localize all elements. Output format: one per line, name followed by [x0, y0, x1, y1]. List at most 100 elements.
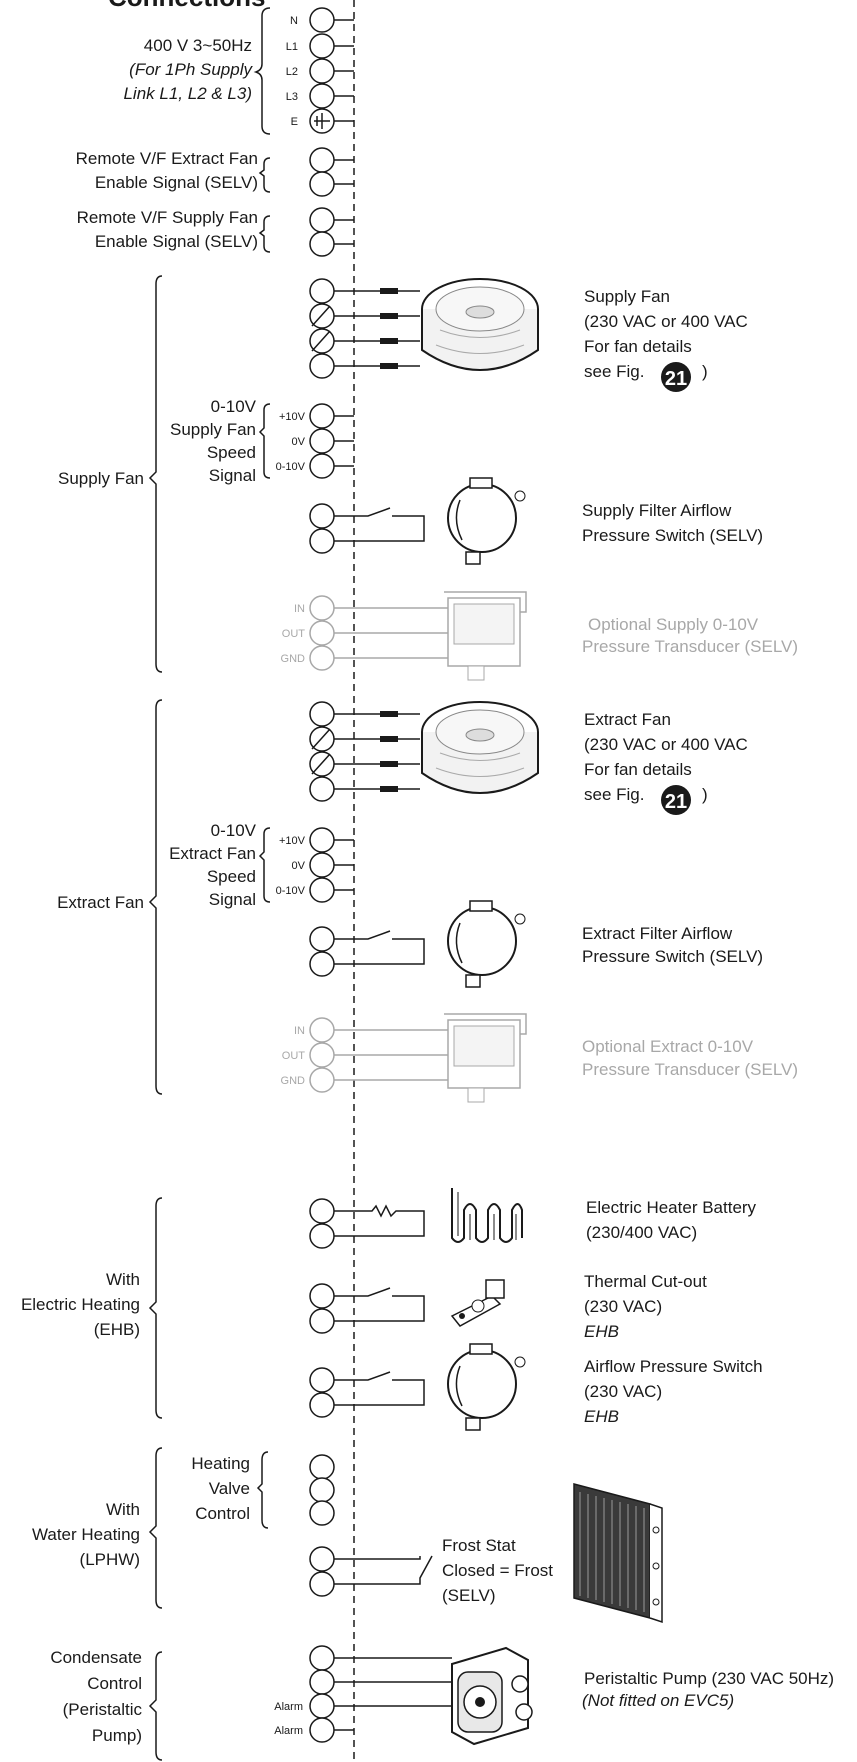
supply-fan-fig-number: 21: [665, 368, 687, 390]
supply-transducer-line2: Pressure Transducer (SELV): [582, 637, 798, 656]
supply-speed-line2: Supply Fan: [170, 420, 256, 439]
airflow-switch-icon: [447, 1343, 526, 1431]
terminal: [309, 951, 335, 977]
cutout-line1: Thermal Cut-out: [584, 1272, 707, 1291]
terminal: [309, 620, 335, 646]
terminal: [309, 231, 335, 257]
bracket: [258, 157, 271, 193]
supply-speed-line1: 0-10V: [211, 397, 257, 416]
supply-bracket: [253, 7, 271, 135]
extract-transducer-line2: Pressure Transducer (SELV): [582, 1060, 798, 1079]
thermal-cutout-icon: [450, 1279, 505, 1327]
speed-term-label-signal: 0-10V: [276, 461, 306, 473]
extract-fan-icon: [421, 701, 539, 794]
extract-speed-line4: Signal: [209, 890, 256, 909]
transducer-term-out: OUT: [282, 628, 306, 640]
terminal: [309, 33, 335, 59]
terminal: [309, 453, 335, 479]
electric-group-line3: (EHB): [94, 1320, 140, 1339]
extract-fan-group-bracket: [148, 699, 163, 1095]
terminal: [309, 171, 335, 197]
cutout-line3: EHB: [584, 1322, 619, 1341]
heater-line2: (230/400 VAC): [586, 1223, 697, 1242]
terminal: [309, 83, 335, 109]
heater-element-wire: [334, 1204, 425, 1237]
terminal: [309, 528, 335, 554]
extract-fan-line1: Extract Fan: [584, 710, 671, 729]
speed-term-label-signal: 0-10V: [276, 885, 306, 897]
frost-stat-contact: [334, 1555, 433, 1585]
valve-line1: Heating: [191, 1454, 250, 1473]
alarm-term-label: Alarm: [274, 1725, 303, 1737]
supply-fan-group-bracket: [148, 275, 163, 673]
electric-heating-bracket: [148, 1197, 163, 1419]
remote-extract-line2: Enable Signal (SELV): [95, 173, 258, 192]
speed-term-label-0v: 0V: [292, 436, 306, 448]
heater-line1: Electric Heater Battery: [586, 1198, 757, 1217]
condensate-line2: Control: [87, 1674, 142, 1693]
supply-terminals: [309, 7, 354, 134]
valve-line3: Control: [195, 1504, 250, 1523]
terminal-label-n: N: [290, 15, 298, 27]
terminal: [309, 1198, 335, 1224]
extract-pressure-switch-icon: [447, 900, 526, 988]
aps-line3: EHB: [584, 1407, 619, 1426]
terminal: [309, 1223, 335, 1249]
terminal: [309, 595, 335, 621]
terminal: [309, 207, 335, 233]
terminal: [309, 701, 335, 727]
supply-fan-group: Supply Fan Supply Fan (230 VAC or 400 VA…: [58, 275, 798, 681]
supply-note-line2: Link L1, L2 & L3): [123, 84, 252, 103]
water-heating-bracket: [148, 1447, 163, 1609]
terminal: [309, 1367, 335, 1393]
transducer-term-gnd: GND: [281, 1075, 306, 1087]
figure-reference-badge: [661, 362, 691, 392]
bracket: [256, 1451, 269, 1529]
cutout-line2: (230 VAC): [584, 1297, 662, 1316]
terminal: [309, 1392, 335, 1418]
peristaltic-pump-icon: [451, 1646, 533, 1746]
frost-line3: (SELV): [442, 1586, 496, 1605]
supply-fan-line1: Supply Fan: [584, 287, 670, 306]
switch-contact: [334, 507, 425, 542]
terminal: [309, 58, 335, 84]
transducer-term-in: IN: [294, 1025, 305, 1037]
frost-line2: Closed = Frost: [442, 1561, 553, 1580]
aps-line2: (230 VAC): [584, 1382, 662, 1401]
supply-fan-line4: see Fig.: [584, 362, 644, 381]
extract-speed-line1: 0-10V: [211, 821, 257, 840]
supply-fan-icon: [421, 278, 539, 371]
remote-supply-enable-group: Remote V/F Supply Fan Enable Signal (SEL…: [77, 207, 354, 257]
earth-symbol-icon: [314, 113, 330, 129]
extract-fan-line2: (230 VAC or 400 VAC: [584, 735, 748, 754]
speed-term-label-10v: +10V: [279, 835, 306, 847]
speed-term-label-0v: 0V: [292, 860, 306, 872]
valve-line2: Valve: [209, 1479, 250, 1498]
supply-note-line1: (For 1Ph Supply: [129, 60, 253, 79]
condensate-line3: (Peristaltic: [63, 1700, 143, 1719]
switch-contact: [334, 1371, 425, 1406]
water-coil-icon: [573, 1483, 663, 1624]
switch-contact: [334, 1287, 425, 1322]
alarm-term-label: Alarm: [274, 1701, 303, 1713]
extract-fan-line4: see Fig.: [584, 785, 644, 804]
extract-filter-line2: Pressure Switch (SELV): [582, 947, 763, 966]
terminal: [309, 877, 335, 903]
switch-contact: [334, 930, 425, 965]
terminal: [309, 1042, 335, 1068]
water-group-line2: Water Heating: [32, 1525, 140, 1544]
terminal: [309, 1669, 335, 1695]
supply-speed-line4: Signal: [209, 466, 256, 485]
supply-fan-close: ): [702, 362, 708, 381]
terminal-label-l3: L3: [286, 91, 298, 103]
supply-transducer-line1: Optional Supply 0-10V: [588, 615, 759, 634]
terminal-label-e: E: [291, 116, 298, 128]
terminal: [309, 776, 335, 802]
water-group-line1: With: [106, 1500, 140, 1519]
terminal: [309, 1283, 335, 1309]
extract-fan-line3: For fan details: [584, 760, 692, 779]
terminal: [309, 353, 335, 379]
supply-transducer-icon: [444, 591, 527, 681]
aps-line1: Airflow Pressure Switch: [584, 1357, 763, 1376]
